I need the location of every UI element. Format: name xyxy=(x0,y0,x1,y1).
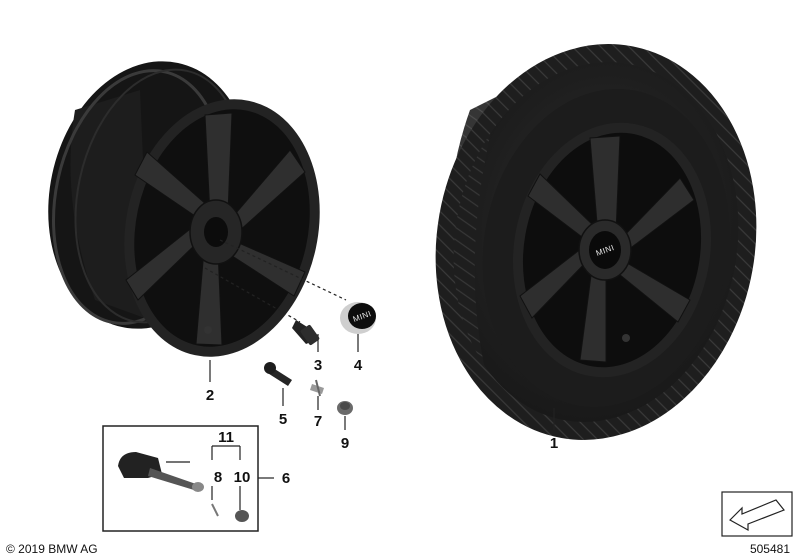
callout-2: 2 xyxy=(206,387,214,404)
callout-4: 4 xyxy=(354,357,363,374)
callout-10: 10 xyxy=(234,469,251,486)
copyright-text: © 2019 BMW AG xyxy=(6,542,98,556)
tpms-sensor xyxy=(118,452,204,492)
sensor-kit-box xyxy=(102,425,259,532)
callout-9: 9 xyxy=(341,435,349,452)
hub-cap: MINI xyxy=(340,302,376,334)
callout-3: 3 xyxy=(314,357,322,374)
arrow-reference-icon xyxy=(721,491,793,537)
callout-6: 6 xyxy=(282,470,290,487)
callout-11: 11 xyxy=(218,429,234,446)
callout-7: 7 xyxy=(314,413,322,430)
valve-insert xyxy=(310,379,324,397)
callout-8: 8 xyxy=(214,469,222,486)
diagram-number: 505481 xyxy=(750,542,790,556)
callout-1: 1 xyxy=(550,435,558,452)
wheel-bolt xyxy=(292,320,320,346)
sensor-valve-cap xyxy=(235,510,249,522)
valve xyxy=(264,362,292,386)
sensor-valve-insert xyxy=(211,503,219,517)
complete-wheel: MINI xyxy=(435,44,757,440)
bare-rim xyxy=(48,61,320,357)
callout-5: 5 xyxy=(279,411,287,428)
valve-cap xyxy=(337,401,353,415)
